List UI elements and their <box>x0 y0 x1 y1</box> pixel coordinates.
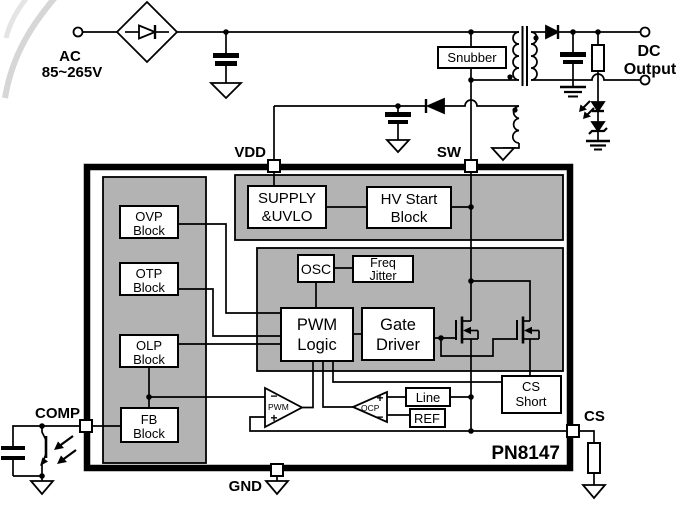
ref-label: REF <box>414 411 440 426</box>
supply-uvlo-label2: &UVLO <box>262 208 313 225</box>
ovp-label: OVP <box>135 209 162 224</box>
snubber-box <box>437 46 507 69</box>
pwm-comparator-icon: − PWM + <box>264 386 304 429</box>
ground-icon <box>264 480 290 496</box>
freq-jitter-label2: Jitter <box>369 269 396 283</box>
freq-jitter-label: Freq <box>370 256 396 270</box>
dc-output-label: Output <box>624 61 677 78</box>
cs-short-label: CS <box>522 379 540 394</box>
optocoupler-led-icon <box>579 100 606 119</box>
ac-input-stage: AC 85~265V <box>42 0 519 100</box>
vdd-pin-label: VDD <box>234 144 266 161</box>
gnd-ground <box>264 476 290 496</box>
ovp-block <box>119 205 179 239</box>
freq-jitter-block <box>352 255 414 283</box>
supply-uvlo-block <box>247 185 327 229</box>
ocp-comparator-icon: + OCP − <box>350 390 388 424</box>
ref-block <box>409 408 446 428</box>
ocp-comp-minus: − <box>376 410 383 424</box>
scan-artifact <box>2 0 57 99</box>
bulk-capacitor-icon <box>208 32 244 100</box>
pwm-logic-label2: Logic <box>297 336 336 354</box>
hv-start-label: HV Start <box>381 191 439 208</box>
sw-pin-label: SW <box>437 144 462 161</box>
ac-terminal-icon <box>72 26 84 38</box>
bridge-rectifier-icon <box>115 0 179 64</box>
comp-network <box>1 423 80 496</box>
hv-start-block <box>366 186 452 229</box>
cs-pin <box>566 424 580 438</box>
aux-polarity-dot <box>512 107 518 113</box>
secondary-polarity-dot <box>533 35 539 41</box>
cs-short-label2: Short <box>515 394 546 409</box>
fb-label2: Block <box>133 426 165 441</box>
earth-ground-icon <box>586 139 610 151</box>
snubber-label: Snubber <box>447 50 497 65</box>
transformer-icon <box>489 26 539 162</box>
mosfet-right-icon <box>516 316 540 344</box>
otp-block <box>119 262 179 296</box>
feedback-resistor-icon <box>591 32 605 102</box>
output-capacitor-icon <box>560 32 586 98</box>
comp-pin-label: COMP <box>35 405 80 422</box>
ground-icon <box>384 139 412 154</box>
pwm-comp-label: PWM <box>268 402 289 412</box>
dc-minus-terminal-icon <box>639 74 651 86</box>
ic-pn8147: SUPPLY &UVLO HV Start Block OVP Block OT… <box>35 144 605 495</box>
pwm-logic-block <box>280 307 354 362</box>
vdd-diode-icon <box>424 97 445 115</box>
sw-pin <box>464 159 478 173</box>
ground-icon <box>29 480 55 496</box>
mosfet-left-icon <box>455 316 479 344</box>
otp-label2: Block <box>133 280 165 295</box>
vdd-supply-network <box>273 97 519 160</box>
otp-label: OTP <box>136 266 163 281</box>
gnd-pin <box>270 463 284 477</box>
zener-diode-icon <box>586 111 610 151</box>
ground-icon <box>489 147 517 162</box>
earth-ground-icon <box>560 85 586 98</box>
ground-icon <box>208 82 244 100</box>
dc-label: DC <box>637 43 661 60</box>
ocp-comp-plus: + <box>376 391 383 405</box>
cs-short-block <box>501 375 562 414</box>
gnd-pin-label: GND <box>229 478 263 495</box>
chip-name: PN8147 <box>491 443 560 464</box>
ac-voltage-label: 85~265V <box>42 64 102 81</box>
cs-pin-label: CS <box>584 408 605 425</box>
olp-label: OLP <box>136 338 162 353</box>
cs-resistor-icon <box>587 442 601 474</box>
hv-start-label2: Block <box>391 209 428 226</box>
primary-polarity-dot <box>507 74 513 80</box>
ac-label: AC <box>59 48 81 65</box>
comp-capacitor-icon <box>1 446 25 476</box>
dc-plus-terminal-icon <box>639 26 651 38</box>
ovp-label2: Block <box>133 223 165 238</box>
line-label: Line <box>416 390 441 405</box>
optocoupler-transistor-icon <box>40 426 77 476</box>
gate-driver-label: Gate <box>380 316 416 334</box>
osc-label: OSC <box>301 261 331 277</box>
olp-label2: Block <box>133 352 165 367</box>
pwm-logic-label: PWM <box>297 316 337 334</box>
gate-driver-label2: Driver <box>376 336 421 354</box>
supply-uvlo-label: SUPPLY <box>258 190 316 207</box>
comp-pin <box>79 419 93 433</box>
pwm-comp-minus: − <box>270 389 277 403</box>
vdd-pin <box>267 159 281 173</box>
fb-label: FB <box>141 412 158 427</box>
output-diode-icon <box>545 24 561 40</box>
vdd-capacitor-icon <box>384 106 412 154</box>
fb-block <box>120 407 179 443</box>
dc-output-stage: DC Output <box>531 24 677 151</box>
cs-sense-network <box>579 430 607 500</box>
pwm-comp-plus: + <box>270 411 277 425</box>
ground-icon <box>581 484 607 500</box>
ocp-comp-label: OCP <box>361 403 380 413</box>
snubber-network: Snubber <box>437 32 519 83</box>
